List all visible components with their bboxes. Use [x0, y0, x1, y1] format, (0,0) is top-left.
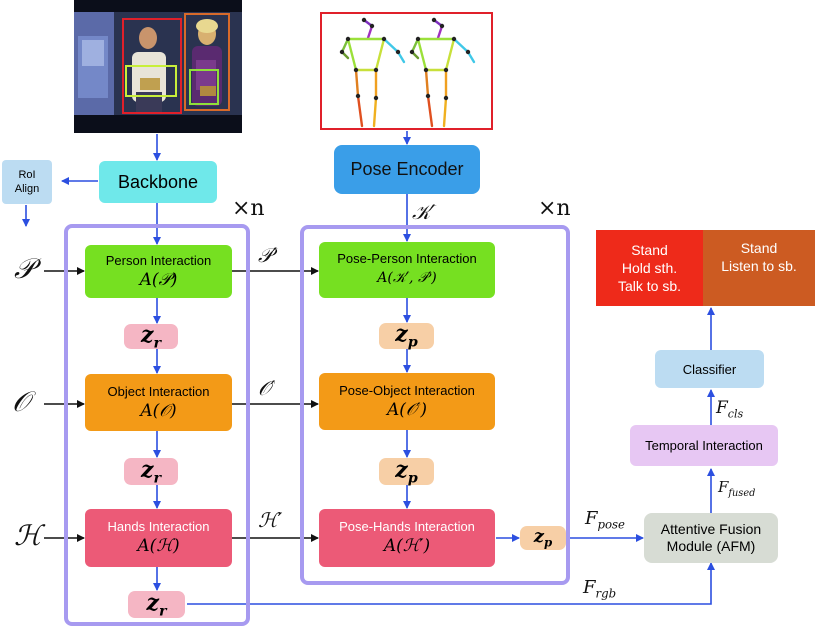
f-cls-text: Fcls [716, 398, 744, 421]
roi-align-label-line1: RoI [18, 169, 36, 181]
p-prime-label: 𝒫′ [258, 243, 277, 267]
prediction-person-2-line1: Stand [740, 240, 778, 256]
z-p-token-3-text: zp [533, 526, 553, 550]
left-interaction-frame [64, 224, 250, 626]
f-fused-label: Ffused [718, 478, 755, 499]
input-video-frame [74, 0, 242, 133]
input-hands-symbol: ℋ [14, 519, 42, 552]
classifier-block: Classifier [655, 350, 764, 388]
z-r-token-3: zr [128, 589, 185, 620]
repeat-label-right: ×n [538, 196, 571, 221]
z-p-token-2-text: zp [395, 456, 418, 487]
prediction-person-2: Stand Listen to sb. [703, 230, 815, 306]
prediction-person-1-line2: Hold sth. [621, 260, 678, 276]
z-r-token-2: zr [124, 456, 178, 487]
person-interaction-title: Person Interaction [105, 252, 212, 268]
pose-person-interaction-block: Pose-Person Interaction A(𝒦′, 𝒫′) [319, 242, 495, 298]
pose-encoder-label: Pose Encoder [350, 159, 464, 179]
z-r-token-1-text: zr [140, 321, 162, 352]
pose-skeleton-illustration [339, 17, 476, 128]
input-person-symbol: 𝒫 [14, 252, 35, 285]
z-r-token-2-text: zr [140, 456, 162, 487]
pose-object-interaction-formula: A(𝒪′) [386, 399, 428, 420]
pose-hands-interaction-formula: A(ℋ′) [383, 536, 431, 556]
person-interaction-formula: A(𝒫) [139, 269, 178, 290]
z-r-token-1: zr [124, 321, 178, 352]
prediction-person-2-line2: Listen to sb. [721, 258, 797, 274]
person-interaction-block: Person Interaction A(𝒫) [85, 245, 232, 298]
h-prime-label: ℋ′ [258, 508, 283, 532]
z-p-token-1: zp [379, 321, 434, 351]
z-p-token-1-text: zp [395, 321, 418, 351]
classifier-label: Classifier [682, 361, 737, 377]
z-r-token-3-text: zr [146, 589, 167, 620]
repeat-label-left: ×n [232, 196, 265, 221]
roi-align-block: RoI Align [2, 160, 52, 204]
pose-skeleton-panel [320, 12, 493, 130]
afm-label-line2: Module (AFM) [666, 538, 756, 554]
pose-object-interaction-block: Pose-Object Interaction A(𝒪′) [319, 373, 495, 430]
k-prime-label: 𝒦′ [412, 200, 436, 224]
f-rgb-text: Frgb [583, 577, 617, 601]
f-pose-label: Fpose [585, 508, 625, 532]
hands-interaction-title: Hands Interaction [107, 519, 210, 534]
hands-interaction-block: Hands Interaction A(ℋ) [85, 509, 232, 567]
object-interaction-formula: A(𝒪) [140, 400, 177, 421]
afm-label-line1: Attentive Fusion [660, 521, 762, 537]
pose-hands-interaction-block: Pose-Hands Interaction A(ℋ′) [319, 509, 495, 567]
right-interaction-frame [300, 225, 570, 585]
input-object-symbol: 𝒪 [12, 385, 30, 418]
pose-object-interaction-title: Pose-Object Interaction [339, 382, 475, 398]
f-cls-label: Fcls [716, 398, 743, 420]
hands-interaction-formula: A(ℋ) [137, 536, 180, 556]
video-frame-illustration [74, 0, 242, 133]
f-fused-text: Ffused [718, 478, 756, 499]
prediction-person-1-line3: Talk to sb. [617, 278, 682, 294]
z-p-token-3: zp [520, 526, 566, 550]
pose-hands-interaction-title: Pose-Hands Interaction [339, 519, 475, 534]
prediction-person-1: Stand Hold sth. Talk to sb. [596, 230, 703, 306]
temporal-interaction-block: Temporal Interaction [630, 425, 778, 466]
f-rgb-label: Frgb [583, 577, 616, 601]
backbone-label: Backbone [117, 171, 199, 192]
pose-person-interaction-formula: A(𝒦′, 𝒫′) [377, 270, 437, 286]
roi-align-label-line2: Align [14, 183, 40, 195]
pose-encoder-block: Pose Encoder [334, 145, 480, 194]
f-pose-text: Fpose [585, 508, 625, 532]
temporal-interaction-label: Temporal Interaction [645, 438, 763, 453]
object-interaction-block: Object Interaction A(𝒪) [85, 374, 232, 431]
z-p-token-2: zp [379, 456, 434, 487]
prediction-person-1-line1: Stand [631, 242, 668, 258]
object-interaction-title: Object Interaction [107, 383, 210, 399]
backbone-block: Backbone [99, 161, 217, 203]
pose-person-interaction-title: Pose-Person Interaction [337, 251, 477, 266]
o-prime-label: 𝒪′ [258, 376, 276, 400]
attentive-fusion-module-block: Attentive Fusion Module (AFM) [644, 513, 778, 563]
